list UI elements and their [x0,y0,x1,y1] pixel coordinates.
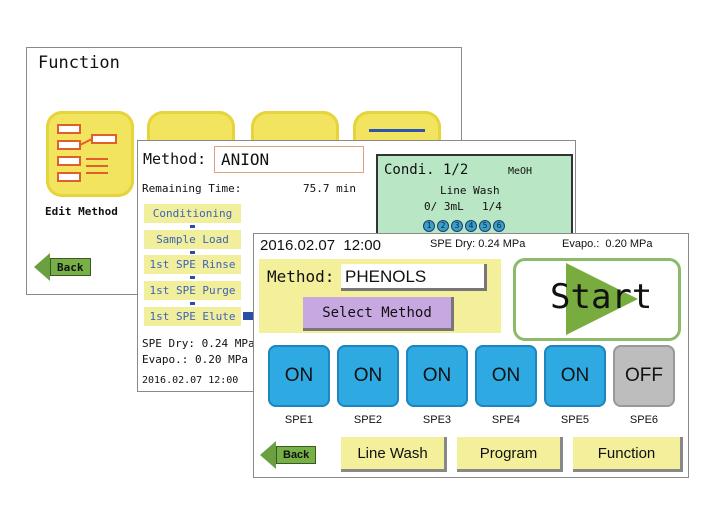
evapo-readout: Evapo.: 0.20 MPa [142,353,248,366]
step-1st-spe-purge: 1st SPE Purge [144,281,241,300]
spe2-toggle[interactable]: ON [337,345,399,407]
arrow-left-icon [260,441,276,469]
spe2-label: SPE2 [353,414,383,426]
progress-bar [243,312,255,320]
method-label: Method: [267,267,335,286]
channel-5-indicator: 5 [479,220,491,232]
main-screen: 2016.02.07 12:00 SPE Dry: 0.24 MPa Evapo… [253,233,689,478]
step-connector [190,225,195,228]
channel-2-indicator: 2 [437,220,449,232]
step-1st-spe-rinse: 1st SPE Rinse [144,255,241,274]
spe3-toggle[interactable]: ON [406,345,468,407]
function-button[interactable]: Function [573,437,683,472]
play-icon [566,263,638,335]
arrow-left-icon [34,253,50,281]
select-method-button[interactable]: Select Method [303,297,454,331]
remaining-time-value: 75.7 min [303,182,356,195]
start-label: Start [550,277,653,317]
status-count: 1/4 [482,200,502,213]
step-connector [190,302,195,305]
evapo-readout: Evapo.: 0.20 MPa [562,238,653,250]
spe5-toggle[interactable]: ON [544,345,606,407]
spe6-toggle[interactable]: OFF [613,345,675,407]
spe-dry-readout: SPE Dry: 0.24 MPa [142,337,255,350]
status-action: Line Wash [440,184,500,197]
method-field[interactable]: PHENOLS [341,264,487,291]
edit-method-button[interactable] [46,111,134,197]
spe4-label: SPE4 [491,414,521,426]
remaining-time-label: Remaining Time: [142,182,242,195]
step-connector [190,251,195,254]
method-field[interactable]: ANION [214,146,364,173]
program-button[interactable]: Program [457,437,563,472]
line-wash-button[interactable]: Line Wash [341,437,447,472]
start-button[interactable]: Start [513,258,681,341]
channel-6-indicator: 6 [493,220,505,232]
flowchart-icon [57,124,117,182]
step-connector [190,276,195,279]
status-step: Condi. 1/2 [384,162,469,178]
spe-dry-readout: SPE Dry: 0.24 MPa [430,238,526,250]
channel-4-indicator: 4 [465,220,477,232]
step-1st-spe-elute: 1st SPE Elute [144,307,241,326]
edit-method-label: Edit Method [45,205,118,218]
spe6-label: SPE6 [629,414,659,426]
step-sample-load: Sample Load [144,230,241,249]
spe1-label: SPE1 [284,414,314,426]
channel-3-indicator: 3 [451,220,463,232]
spe3-label: SPE3 [422,414,452,426]
back-button[interactable]: Back [260,441,317,469]
status-solvent: MeOH [508,166,533,177]
datetime: 2016.02.07 12:00 [260,237,381,254]
status-volume: 0/ 3mL [424,200,464,213]
datetime: 2016.02.07 12:00 [142,375,239,386]
spe1-toggle[interactable]: ON [268,345,330,407]
channel-1-indicator: 1 [423,220,435,232]
screen-title: Function [38,53,120,73]
method-label: Method: [143,150,207,168]
spe4-toggle[interactable]: ON [475,345,537,407]
spe5-label: SPE5 [560,414,590,426]
back-button[interactable]: Back [34,253,91,281]
step-conditioning: Conditioning [144,204,241,223]
